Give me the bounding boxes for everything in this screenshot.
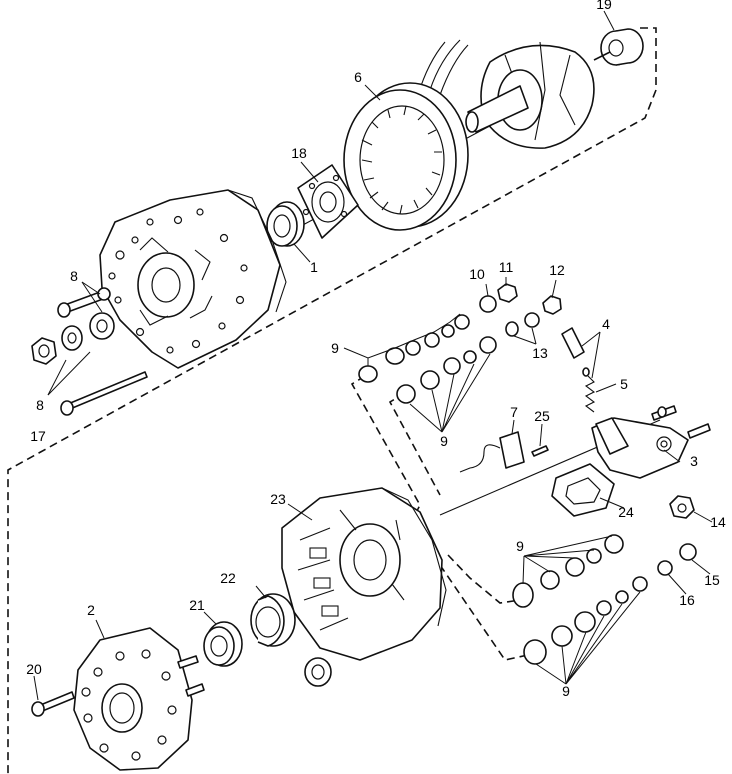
alignment-line-top [7, 27, 657, 774]
callout-5: 5 [620, 376, 628, 392]
callout-11: 11 [499, 259, 514, 275]
slip-ring-end-frame [281, 487, 447, 661]
terminal-nuts [479, 283, 562, 337]
terminal-hardware-left [358, 314, 497, 404]
callout-10: 10 [469, 266, 485, 282]
callout-labels: 19 6 18 1 8 8 17 10 11 12 4 9 13 5 9 7 2… [26, 0, 726, 699]
pulley-hardware [31, 287, 115, 365]
cover-screw [31, 691, 75, 717]
alignment-line-lower-2 [439, 564, 529, 661]
regulator-gasket [551, 463, 615, 517]
suppression-capacitor [459, 431, 549, 473]
callout-21: 21 [189, 597, 205, 613]
callout-3: 3 [690, 453, 698, 469]
callout-16: 16 [679, 592, 695, 608]
through-bolt [60, 371, 148, 416]
callout-9-middle: 9 [440, 433, 448, 449]
callout-9-right-lower: 9 [562, 683, 570, 699]
callout-20: 20 [26, 661, 42, 677]
callout-19: 19 [596, 0, 612, 12]
output-terminal-nuts [657, 495, 697, 576]
callout-7: 7 [510, 404, 518, 420]
callout-15: 15 [704, 572, 720, 588]
front-bearing [266, 201, 305, 247]
callout-8-upper: 8 [70, 268, 78, 284]
callout-23: 23 [270, 491, 286, 507]
alignment-line-lower [447, 554, 521, 604]
callout-14: 14 [710, 514, 726, 530]
callout-2: 2 [87, 602, 95, 618]
voltage-regulator [591, 405, 711, 479]
callout-24: 24 [618, 504, 634, 520]
bearing-seal [250, 593, 296, 647]
terminal-hardware-right [512, 534, 648, 665]
bearing-retainer-plate [297, 164, 359, 239]
callout-22: 22 [220, 570, 236, 586]
callout-25: 25 [534, 408, 550, 424]
callout-17: 17 [30, 428, 46, 444]
leader-lines [33, 10, 713, 701]
rotor-bearing [600, 28, 644, 66]
callout-4: 4 [602, 316, 610, 332]
callout-13: 13 [532, 345, 548, 361]
callout-12: 12 [549, 262, 565, 278]
callout-18: 18 [291, 145, 307, 161]
callout-8-lower: 8 [36, 397, 44, 413]
rotor [465, 41, 611, 149]
callout-6: 6 [354, 69, 362, 85]
drive-end-frame [99, 189, 287, 369]
rear-bearing [203, 621, 243, 667]
callout-1: 1 [310, 259, 318, 275]
callout-9-right-upper: 9 [516, 538, 524, 554]
brush-and-spring [561, 327, 596, 413]
rectifier-rear-cover [73, 627, 205, 771]
callout-9-upper: 9 [331, 340, 339, 356]
stator [343, 39, 469, 231]
bushing [304, 657, 332, 687]
